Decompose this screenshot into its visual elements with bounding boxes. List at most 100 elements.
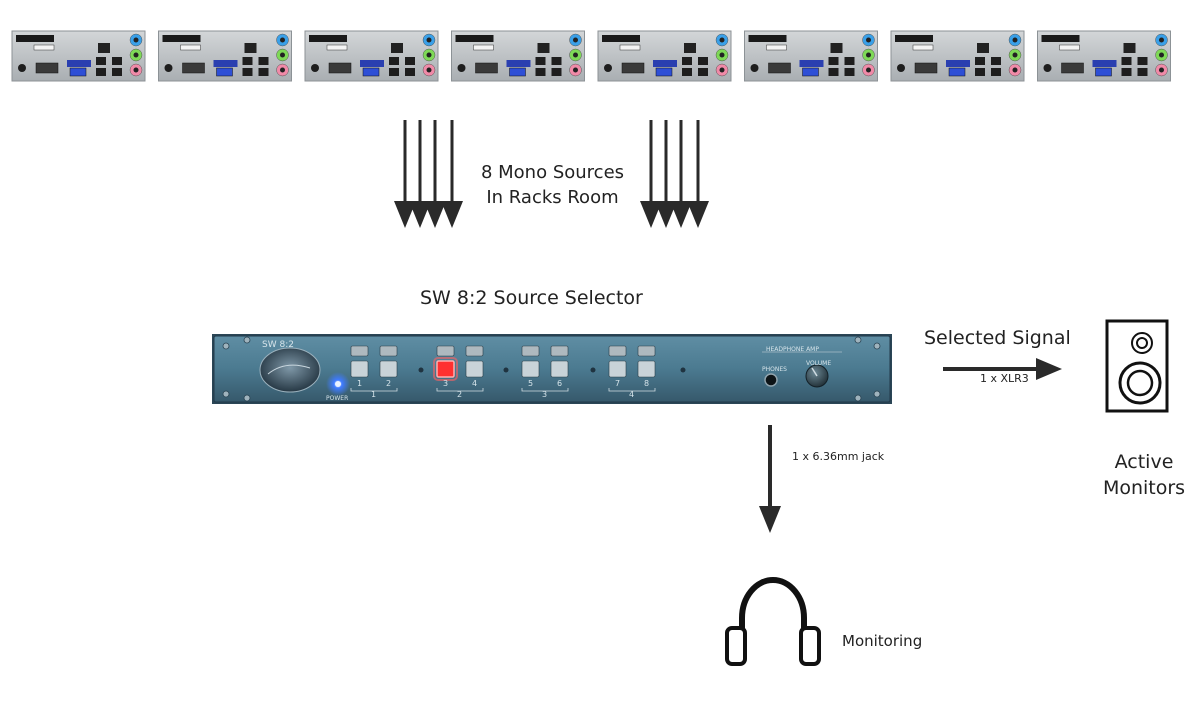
source-arrow-head bbox=[655, 201, 677, 228]
source-button-upper bbox=[521, 345, 540, 357]
dvi-port-icon bbox=[35, 62, 59, 74]
usb-port-icon bbox=[1137, 57, 1148, 65]
usb-port-icon bbox=[258, 57, 269, 65]
usb-port-icon bbox=[828, 68, 839, 76]
usb-port-icon bbox=[258, 68, 269, 76]
vga-port-icon bbox=[802, 67, 819, 77]
source-button bbox=[637, 360, 656, 378]
usb-port-icon bbox=[96, 68, 106, 76]
monitoring-arrow-head bbox=[759, 506, 781, 533]
usb-port-icon bbox=[535, 57, 546, 65]
source-arrow-head bbox=[670, 201, 692, 228]
phones-jack bbox=[764, 373, 778, 387]
sources-label-line1: 8 Mono Sources bbox=[480, 162, 625, 183]
io-panel-sticker bbox=[766, 44, 787, 51]
io-panel-sticker bbox=[326, 44, 348, 51]
rack-screws bbox=[222, 336, 881, 402]
speaker-tweeter-center bbox=[1136, 337, 1148, 349]
audio-jack-hole bbox=[866, 67, 871, 73]
port-blue-label bbox=[1092, 60, 1117, 67]
selector-title: SW 8:2 Source Selector bbox=[420, 287, 643, 309]
ps2-port-icon bbox=[1043, 64, 1052, 72]
ps2-port-icon bbox=[897, 64, 905, 72]
audio-jack-hole bbox=[719, 67, 725, 73]
io-panel-label-strip bbox=[309, 35, 347, 42]
usb-port-icon bbox=[242, 57, 253, 65]
headphones-left-cup bbox=[725, 626, 747, 666]
io-panel-sticker bbox=[180, 44, 201, 51]
panel-indicator-dot bbox=[503, 367, 509, 373]
active-monitors-line1: Active bbox=[1114, 451, 1174, 473]
group-bracket bbox=[521, 388, 569, 392]
xlr-label: 1 x XLR3 bbox=[980, 372, 1029, 385]
vga-port-icon bbox=[1095, 67, 1112, 77]
port-blue-label bbox=[213, 60, 238, 67]
source-io-panel bbox=[158, 30, 292, 82]
audio-jack-hole bbox=[426, 67, 432, 73]
usb-port-icon bbox=[991, 57, 1001, 65]
audio-jack-hole bbox=[280, 37, 285, 43]
usb-port-icon bbox=[1121, 57, 1132, 65]
port-blue-label bbox=[360, 60, 384, 67]
selected-signal-arrow bbox=[943, 358, 1062, 380]
source-button bbox=[350, 360, 369, 378]
rack-screw bbox=[243, 336, 251, 344]
panel-indicator-dot bbox=[590, 367, 596, 373]
dvi-port-icon bbox=[182, 62, 205, 74]
usb-port-icon bbox=[1137, 68, 1148, 76]
ethernet-port-icon bbox=[1123, 43, 1136, 53]
usb-port-icon bbox=[551, 57, 562, 65]
audio-jack-hole bbox=[1012, 52, 1018, 58]
source-button-upper bbox=[436, 345, 455, 357]
source-io-panel bbox=[1037, 30, 1171, 82]
active-monitors-label: Active Monitors bbox=[1094, 449, 1194, 501]
usb-port-icon bbox=[405, 68, 415, 76]
usb-port-icon bbox=[389, 57, 399, 65]
source-button bbox=[608, 360, 627, 378]
headphones-icon bbox=[725, 577, 821, 666]
audio-jack-hole bbox=[573, 37, 578, 43]
sources-label: 8 Mono Sources In Racks Room bbox=[470, 160, 635, 210]
ethernet-port-icon bbox=[98, 43, 110, 53]
usb-port-icon bbox=[844, 68, 855, 76]
source-button-upper bbox=[550, 345, 569, 357]
selected-signal-arrow-head bbox=[1036, 358, 1062, 380]
usb-port-icon bbox=[828, 57, 839, 65]
io-panel-label-strip bbox=[602, 35, 640, 42]
active-monitors-line2: Monitors bbox=[1102, 477, 1186, 499]
monitoring-arrow bbox=[759, 425, 781, 533]
port-blue-label bbox=[653, 60, 677, 67]
audio-jack-hole bbox=[133, 52, 139, 58]
ps2-port-icon bbox=[311, 64, 319, 72]
power-label: POWER bbox=[326, 395, 349, 402]
logo-script-mark bbox=[267, 364, 311, 375]
usb-port-icon bbox=[698, 57, 708, 65]
io-panel-sticker bbox=[1059, 44, 1080, 51]
group-bracket bbox=[350, 388, 398, 392]
usb-port-icon bbox=[991, 68, 1001, 76]
group-number-label: 1 bbox=[371, 390, 377, 399]
audio-jack-hole bbox=[280, 67, 285, 73]
dvi-port-icon bbox=[914, 62, 938, 74]
group-number-label: 3 bbox=[542, 390, 548, 399]
usb-port-icon bbox=[975, 68, 985, 76]
source-io-panel bbox=[451, 30, 585, 82]
button-number-label: 8 bbox=[644, 379, 650, 388]
dvi-port-icon bbox=[328, 62, 352, 74]
button-number-label: 7 bbox=[615, 379, 621, 388]
ethernet-port-icon bbox=[977, 43, 989, 53]
ethernet-port-icon bbox=[244, 43, 257, 53]
group-bracket bbox=[436, 388, 484, 392]
usb-port-icon bbox=[389, 68, 399, 76]
ethernet-port-icon bbox=[830, 43, 843, 53]
vga-port-icon bbox=[216, 67, 233, 77]
source-io-panel bbox=[890, 30, 1025, 82]
vga-port-icon bbox=[69, 67, 87, 77]
speaker-tweeter bbox=[1131, 332, 1153, 354]
rack-screw bbox=[854, 394, 862, 402]
usb-port-icon bbox=[112, 68, 122, 76]
source-arrows-right bbox=[640, 120, 709, 228]
group-number-label: 4 bbox=[629, 390, 635, 399]
rack-screw bbox=[854, 336, 862, 344]
